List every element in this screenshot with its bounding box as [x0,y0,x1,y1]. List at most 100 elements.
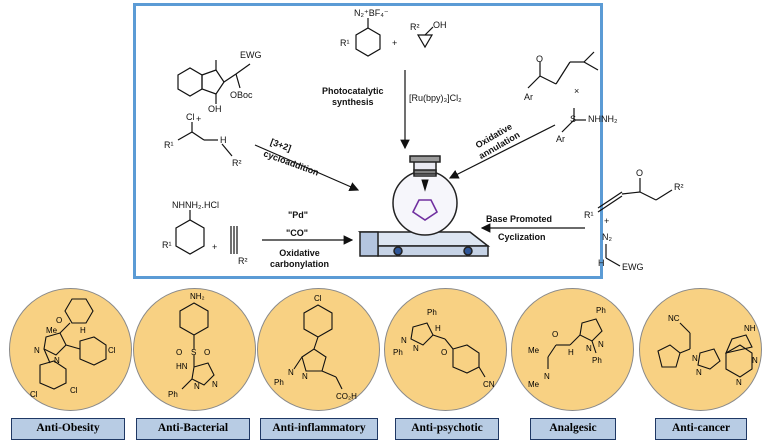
atom-nh: H [435,324,441,333]
pyrazole-ring [410,322,434,346]
atom-ph1: Ph [596,306,606,315]
atom-cl2: Cl [70,386,78,395]
atom-nme: N [544,372,550,381]
atom-me1: Me [528,346,540,355]
atom-n-2: N [586,344,592,353]
atom-o1: O [176,348,182,357]
r2-ynone: R² [674,182,684,192]
r1-left: R¹ [164,140,174,150]
nhnh2-label: NHNH₂ [588,114,618,124]
drug-circle-anti-obesity: Me N N Cl Cl Cl H O [9,288,132,411]
atom-n4: N [736,378,742,387]
base-promoted-label: Base Promoted [486,214,553,224]
nh-left: H [220,135,227,145]
r1-ynone: R¹ [584,210,594,220]
drug-circle-anti-bacterial: NH₂ O S O HN N N Ph [133,288,256,411]
atom-ph: Ph [274,378,284,387]
photocatalytic-label: Photocatalytic synthesis [322,86,384,107]
r1-hydrazine: R¹ [162,240,172,250]
atom-n-2: N [302,372,308,381]
cyclization-label: Cyclization [498,232,546,242]
benzonitrile-ring [452,344,480,374]
cyclopentyl-ring [657,344,681,368]
drug-circle-anti-cancer: NC NH N N N N [639,288,762,411]
atom-n: N [288,368,294,377]
atom-n1: N [34,346,40,355]
label-anti-cancer: Anti-cancer [655,418,747,440]
chlorophenyl-ring [303,304,333,338]
label-anti-obesity: Anti-Obesity [11,418,125,440]
drug-circle-anti-psychotic: Ph N N Ph H O CN [384,288,507,411]
atom-ph2: Ph [393,348,403,357]
aryl-ring-top [355,27,381,57]
o-ynone: O [636,168,644,178]
atom-co2h: CO₂H [336,392,357,401]
cl-label: Cl [186,112,195,122]
sulfur-label: S [570,114,577,124]
atom-n3: N [752,356,758,365]
pd-label: "Pd" [288,210,309,220]
times-sign: × [574,86,580,96]
synthesis-scheme-box [133,3,603,279]
atom-n2: N [696,368,702,377]
atom-n: N [401,336,407,345]
arylhydrazine-ring [175,219,205,255]
arrow-cycloaddition [254,144,360,192]
co-label: "CO" [286,228,309,238]
atom-o: O [441,348,447,357]
ru-catalyst-label: [Ru(bpy)₃]Cl₂ [409,93,462,103]
atom-o: O [56,316,62,325]
label-anti-bacterial: Anti-Bacterial [136,418,250,440]
stirrer-knob-left [393,246,403,256]
aniline-ring [179,302,209,336]
arrow-annulation [448,124,556,179]
atom-n-2: N [194,382,200,391]
diazonium-label: N₂⁺BF₄⁻ [354,8,389,18]
plus-hydrazine: + [212,242,218,252]
r2-top: R² [410,22,420,32]
label-anti-inflammatory: Anti-inflammatory [260,418,378,440]
pyrrolopyrimidine-ring [725,344,753,378]
pyrazole-ring [579,318,603,342]
atom-ph: Ph [168,390,178,399]
atom-n1: N [692,354,698,363]
atom-cl1: Cl [108,346,116,355]
pyrazole-ring [697,348,721,370]
drug-circle-anti-inflammatory: Cl N N Ph CO₂H [257,288,380,411]
atom-nh: H [80,326,86,335]
atom-cl3: Cl [30,390,38,399]
atom-ph2: Ph [592,356,602,365]
oboc-label: OBoc [230,90,253,100]
r2-left: R² [232,158,242,168]
reaction-flask [357,155,491,257]
oxidative-carbonylation-label: Oxidative carbonylation [270,248,330,269]
atom-me2: Me [528,380,540,389]
label-anti-psychotic: Anti-psychotic [395,418,499,440]
atom-me: Me [46,326,58,335]
atom-o: O [552,330,558,339]
atom-cn: CN [483,380,495,389]
n2-diazo: N₂ [602,232,612,242]
pyrazole-ring [191,362,215,386]
plus-right: + [604,216,610,226]
dichlorophenyl-ring [39,360,67,390]
atom-n: N [212,380,218,389]
atom-n2: N [54,356,60,365]
plus-left: + [196,114,202,124]
ewg-label: EWG [240,50,262,60]
h-diazo: H [598,258,605,268]
label-analgesic: Analgesic [530,418,616,440]
r1-top: R¹ [340,38,350,48]
atom-nh: H [568,348,574,357]
atom-cl: Cl [314,294,322,303]
drug-circle-analgesic: Ph N N Ph H O Me N Me [511,288,634,411]
oh-top: OH [433,20,447,30]
stirrer-knob-right [463,246,473,256]
atom-ph1: Ph [427,308,437,317]
ar-enaminone: Ar [524,92,533,102]
atom-n-2: N [413,344,419,353]
pyrazole-ring [301,348,327,372]
oh-left-label: OH [208,104,222,114]
ewg-diazo: EWG [622,262,644,272]
atom-nh2: NH₂ [190,292,205,301]
